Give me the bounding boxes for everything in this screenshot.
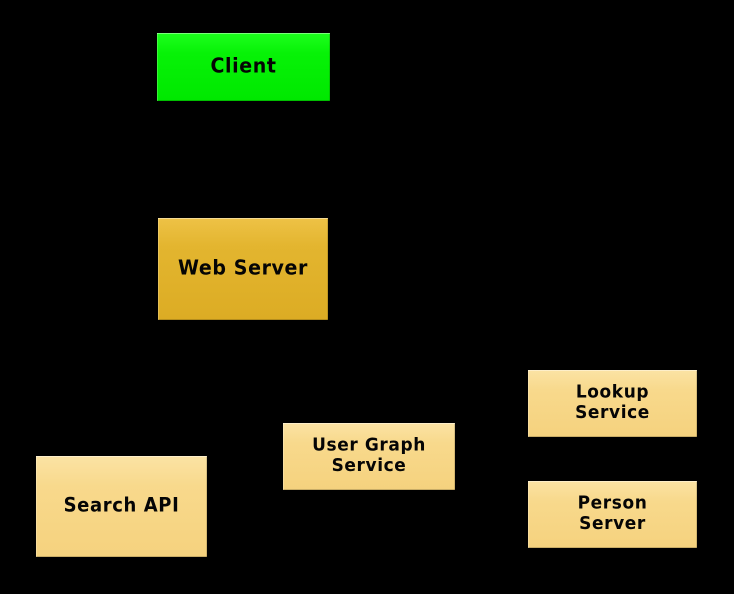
diagram-node-search-api-label: Search API bbox=[63, 494, 180, 518]
diagram-node-lookup-service[interactable]: Lookup Service bbox=[528, 370, 697, 437]
diagram-node-user-graph-service-label: User Graph Service bbox=[312, 435, 426, 477]
diagram-node-search-api[interactable]: Search API bbox=[36, 456, 207, 557]
diagram-node-web-server[interactable]: Web Server bbox=[158, 218, 328, 320]
diagram-node-person-server-label: Person Server bbox=[577, 493, 648, 535]
diagram-node-client[interactable]: Client bbox=[157, 33, 330, 101]
diagram-node-person-server[interactable]: Person Server bbox=[528, 481, 697, 548]
diagram-node-web-server-label: Web Server bbox=[178, 256, 308, 280]
diagram-node-client-label: Client bbox=[210, 54, 277, 78]
diagram-node-user-graph-service[interactable]: User Graph Service bbox=[283, 423, 455, 490]
diagram-node-lookup-service-label: Lookup Service bbox=[575, 382, 650, 424]
